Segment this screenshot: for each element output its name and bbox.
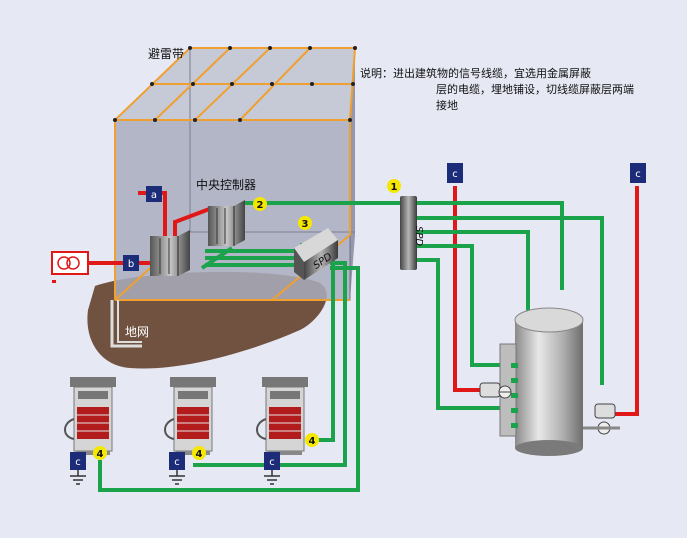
spd-label-1: SPD (413, 226, 424, 246)
note-line-2: 层的电缆，埋地铺设，切线缆屏蔽层两端 (436, 82, 634, 96)
badge-2: 2 (257, 200, 264, 211)
marker-b: b (123, 255, 139, 271)
mesh-nodes (113, 46, 357, 122)
ground-symbols (70, 470, 280, 485)
lightning-belt-label: 避雷带 (148, 47, 184, 61)
svg-text:c: c (269, 457, 275, 468)
marker-c: c c c c c (70, 163, 646, 470)
svg-text:c: c (75, 457, 81, 468)
fuel-dispenser-3 (256, 377, 308, 455)
fuel-dispenser-2 (164, 377, 216, 455)
equipment-rack-2 (208, 200, 245, 246)
badge-4c: 4 (309, 436, 316, 447)
badge-3: 3 (302, 219, 309, 230)
equipment-rack-1 (150, 230, 190, 276)
ground-grid-label: 地网 (125, 325, 149, 339)
svg-text:c: c (174, 457, 180, 468)
spd-unit-3: SPD (294, 228, 338, 280)
badge-1: 1 (391, 182, 398, 193)
marker-a: a (146, 186, 162, 202)
central-controller-label: 中央控制器 (196, 177, 256, 192)
note-line-1: 说明：进出建筑物的信号线缆，宜选用金属屏蔽 (360, 66, 591, 80)
ground-rod (110, 300, 142, 348)
spd-unit-1: SPD (400, 196, 424, 270)
note-line-3: 接地 (436, 99, 458, 112)
svg-text:b: b (128, 259, 134, 270)
storage-tank (499, 307, 584, 456)
svg-text:c: c (635, 169, 641, 180)
svg-text:a: a (151, 190, 157, 201)
pump-right (583, 403, 620, 435)
transformer-icon (51, 251, 89, 283)
svg-text:c: c (452, 169, 458, 180)
badge-4b: 4 (196, 449, 203, 460)
number-badges: 1 2 3 4 4 4 (93, 179, 401, 460)
badge-4a: 4 (97, 449, 104, 460)
pump-left (479, 382, 512, 399)
fuel-dispenser-1 (64, 377, 116, 455)
